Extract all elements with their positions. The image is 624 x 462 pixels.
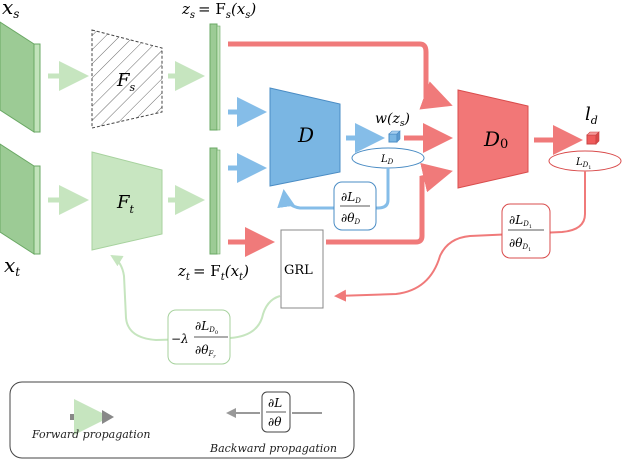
discriminator-d <box>269 87 341 187</box>
svg-text:∂LD0: ∂LD0 <box>195 319 218 336</box>
svg-text:∂LD: ∂LD <box>341 190 361 205</box>
svg-text:∂θD: ∂θD <box>341 211 360 226</box>
gradient-d-text: ∂LD ∂θD <box>340 190 370 226</box>
feature-extractor-ft <box>91 151 163 251</box>
label-weight: w(zs) <box>375 111 410 129</box>
label-fs: Fs <box>116 70 136 94</box>
gradient-ft-text: −λ ∂LD0 ∂θFr <box>171 319 228 360</box>
arrow-zs-to-d0 <box>228 41 453 110</box>
label-ld: ld <box>585 104 598 127</box>
label-xs: xs <box>2 0 19 21</box>
legend-grad-num: ∂L <box>268 396 282 410</box>
input-xt-block <box>0 143 41 255</box>
input-xs-block <box>0 21 41 133</box>
arrow-grl-to-d0 <box>326 163 453 245</box>
discriminator-d0 <box>457 89 529 189</box>
gradient-box-d1 <box>501 203 551 259</box>
label-ft: Ft <box>116 192 135 216</box>
feature-extractor-fs <box>91 29 163 129</box>
svg-text:∂LD1: ∂LD1 <box>509 213 532 230</box>
legend-forward-label: Forward propagation <box>31 428 150 441</box>
legend-backward-label: Backward propagation <box>209 442 337 455</box>
feature-vector-zs <box>209 23 221 131</box>
weight-cube <box>388 130 401 143</box>
gradient-d1-text: ∂LD1 ∂θD1 <box>508 213 544 253</box>
svg-text:−λ: −λ <box>171 332 189 346</box>
label-grl: GRL <box>284 263 313 278</box>
svg-text:∂θFr: ∂θFr <box>195 343 216 360</box>
feature-vector-zt <box>209 147 221 255</box>
legend-backward-arrowhead <box>226 408 236 418</box>
arrow-grad-d-back <box>277 168 390 210</box>
label-loss-d1: LD1 <box>575 157 591 171</box>
label-zs-equation: zs= Fs(xs) <box>181 0 256 21</box>
svg-text:∂θD1: ∂θD1 <box>509 236 531 253</box>
label-d0: D0 <box>483 127 508 152</box>
label-d: D <box>297 123 314 147</box>
grl-block <box>280 229 324 309</box>
legend-grad-den: ∂θ <box>268 415 282 429</box>
arrow-grad-d1-back <box>334 171 586 302</box>
label-loss-d: LD <box>380 154 394 166</box>
label-zt-equation: zt= Ft(xt) <box>177 262 249 283</box>
label-xt: xt <box>4 253 20 279</box>
arrow-grad-grl-to-ft <box>110 254 281 342</box>
legend-forward-arrowhead <box>102 410 114 424</box>
ld-cube <box>586 131 600 145</box>
